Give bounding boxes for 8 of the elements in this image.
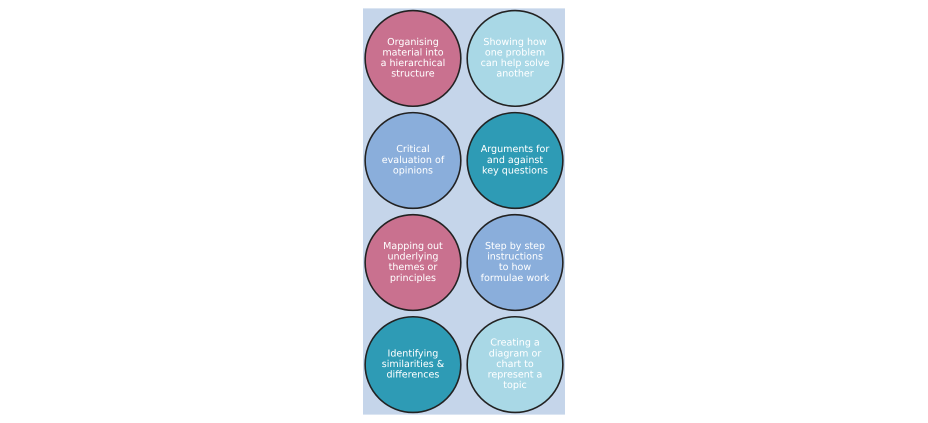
node-circle: Critical evaluation of opinions [364, 112, 462, 210]
node-circle: Organising material into a hierarchical structure [364, 10, 462, 108]
node-circle: Arguments for and against key questions [466, 112, 564, 210]
node-circle: Identifying similarities & differences [364, 316, 462, 414]
node-circle: Showing how one problem can help solve another [466, 10, 564, 108]
node-circle: Step by step instructions to how formulae work [466, 214, 564, 312]
node-circle: Mapping out underlying themes or principles [364, 214, 462, 312]
node-circle: Creating a diagram or chart to represent a topic [466, 316, 564, 414]
